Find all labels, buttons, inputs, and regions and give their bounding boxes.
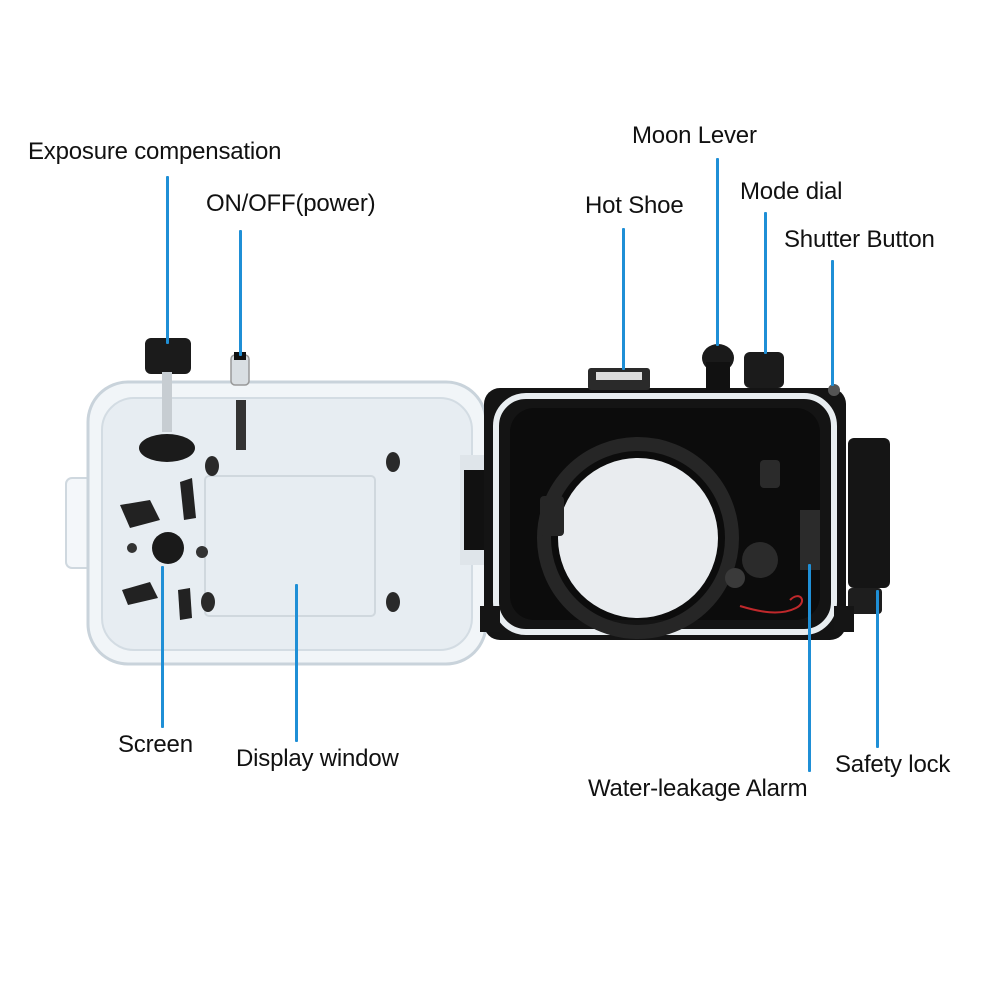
- label-shutter-button: Shutter Button: [784, 226, 935, 253]
- back-cover: [65, 338, 490, 666]
- screen-control-knob: [152, 532, 184, 564]
- mode-dial-knob: [744, 352, 784, 388]
- leader-line-shutter: [831, 260, 834, 386]
- label-screen: Screen: [118, 731, 193, 758]
- exposure-compensation-knob: [145, 338, 191, 374]
- label-water-leakage-alarm: Water-leakage Alarm: [588, 775, 808, 802]
- leader-line-display-window: [295, 584, 298, 742]
- label-moon-lever: Moon Lever: [632, 122, 757, 149]
- label-exposure-compensation: Exposure compensation: [28, 138, 282, 165]
- leader-line-exposure: [166, 176, 169, 344]
- label-display-window: Display window: [236, 745, 399, 772]
- leader-line-mode-dial: [764, 212, 767, 354]
- leader-line-water-leakage: [808, 564, 811, 772]
- leader-line-safety-lock: [876, 590, 879, 748]
- lens-port: [558, 458, 718, 618]
- housing-body: [480, 344, 890, 640]
- leader-line-screen: [161, 566, 164, 728]
- leader-line-hot-shoe: [622, 228, 625, 370]
- shutter-button-knob: [828, 384, 840, 396]
- label-hot-shoe: Hot Shoe: [585, 192, 684, 219]
- leader-line-power: [239, 230, 242, 356]
- safety-lock-latch: [848, 438, 890, 588]
- leader-line-moon-lever: [716, 158, 719, 346]
- label-mode-dial: Mode dial: [740, 178, 843, 205]
- display-window-area: [204, 475, 376, 617]
- label-on-off-power: ON/OFF(power): [206, 190, 376, 217]
- label-safety-lock: Safety lock: [835, 751, 951, 778]
